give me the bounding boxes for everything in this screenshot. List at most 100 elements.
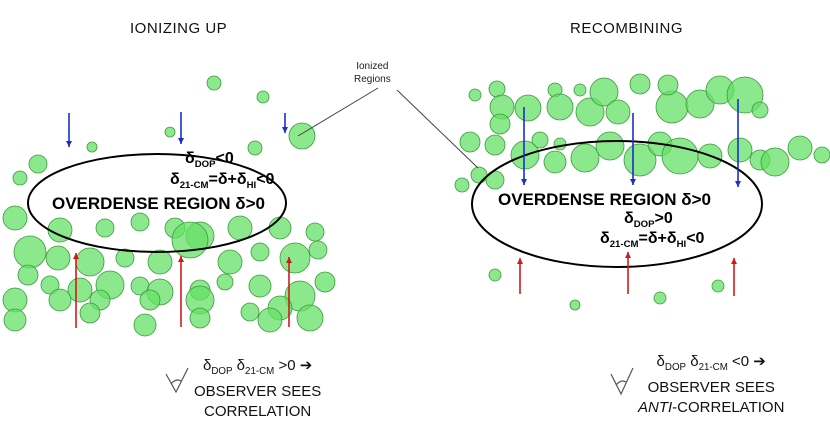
ionized-bubble [727,137,753,163]
ionized-bubble [489,113,511,135]
right-observer-text: δDOP δ21-CM <0 ➔ OBSERVER SEES ANTI-CORR… [638,352,784,418]
up-arrow [286,257,292,327]
ionized-bubble [130,212,150,232]
right-observer-anti: ANTI [638,399,673,416]
right-obs-eq-b: δ [686,353,699,370]
ionized-bubble [13,235,47,269]
left-obs-eq-a: δ [202,357,212,374]
left-obs-eq-a-sub: DOP [211,366,233,377]
ionized-bubble [459,131,481,153]
ionized-bubble [726,76,764,114]
ionized-bubble [589,77,619,107]
ionized-bubble [711,279,725,293]
callout-line-left [297,87,379,137]
ionized-bubble [189,307,211,329]
ionized-bubble [454,177,470,193]
ionized-bubble [227,215,253,241]
ionized-bubble [17,264,39,286]
ionized-bubble [661,137,699,175]
ionized-bubble [787,135,813,161]
flow-arrows [66,99,741,328]
ionized-bubble [655,90,689,124]
title-ionizing-up: IONIZING UP [130,20,228,37]
right-eq-21cm-sub: 21-CM [609,239,639,251]
ionized-bubble [543,150,567,174]
observer-eye-right [610,367,634,396]
ionized-bubble [250,242,270,262]
left-observer-line1: OBSERVER SEES [194,383,322,400]
ionized-bubble [217,249,243,275]
ionized-bubble [595,131,625,161]
left-eq-21cm-sub: 21-CM [179,180,209,192]
overdense-regions [27,140,763,268]
right-observer-line2: ANTI-CORRELATION [638,398,784,418]
ionized-bubble [468,88,482,102]
ionized-bubble [653,291,667,305]
up-arrow [73,253,79,328]
left-eq-21cm-rhs: =δ+δ [208,171,247,188]
ionized-bubble [305,222,325,242]
right-obs-eq-a: δ [656,353,665,370]
right-eq-21cm-rel: <0 [686,230,705,247]
ionized-bubble [2,205,28,231]
ionized-bubble [240,302,260,322]
callout-lines [297,87,479,169]
callout-line-2: Regions [354,74,391,85]
up-arrow [731,258,737,296]
ionized-bubble [553,137,567,151]
callout-line-right [396,89,479,169]
ionized-bubble [279,242,311,274]
ionized-bubble [488,80,506,98]
ionized-bubble [248,274,272,298]
ionized-bubble [531,131,549,149]
ionized-bubble [685,89,715,119]
left-eq-dop-rel: <0 [215,150,234,167]
right-eq-21cm-rhs-sub: HI [676,239,687,251]
left-eq-21cm-symbol: δ [170,171,180,188]
left-obs-eq-b-sub: 21-CM [245,366,275,377]
ionized-bubble [573,83,587,97]
left-obs-eq-rel: >0 ➔ [274,357,313,374]
right-region-label: OVERDENSE REGION δ>0 [498,190,711,209]
right-eq-dop-rel: >0 [654,210,673,227]
up-arrow [625,252,631,294]
ionized-bubble [256,90,270,104]
ionized-bubble [623,143,657,177]
left-eq-dop-symbol: δ [185,150,195,167]
right-eq-dop-sub: DOP [633,219,655,231]
ionized-bubble [247,140,263,156]
right-observer-eq: δDOP δ21-CM <0 ➔ [638,352,784,378]
ionized-bubble [3,308,27,332]
left-eq-dop: δDOP<0 [185,150,234,170]
ionized-bubbles [2,73,830,337]
ionized-bubble [484,134,506,156]
ionized-bubble [308,240,328,260]
down-arrow [178,112,184,144]
ionized-bubble [268,216,292,240]
right-obs-eq-a-sub: DOP [664,362,687,373]
ionized-bubble [171,221,209,259]
right-eq-dop-symbol: δ [624,210,634,227]
right-eq-21cm: δ21-CM=δ+δHI<0 [600,230,704,250]
up-arrow [517,258,523,294]
left-obs-eq-b: δ [232,357,246,374]
ionized-bubble [95,218,115,238]
ionized-bubble [751,101,769,119]
ionized-bubble [296,304,324,332]
title-recombining: RECOMBINING [570,20,684,37]
ionized-bubble [488,268,502,282]
ionized-bubble [2,287,28,313]
right-eq-21cm-rhs: =δ+δ [638,230,677,247]
ionized-bubble [115,248,135,268]
ionized-bubble [79,302,101,324]
ionized-bubble [470,166,488,184]
ionized-bubble [75,247,105,277]
right-eq-21cm-symbol: δ [600,230,610,247]
down-arrow [735,99,741,187]
left-eq-21cm: δ21-CM=δ+δHI<0 [170,171,274,191]
ionized-bubble [605,99,631,125]
ionized-bubble [569,299,581,311]
ionized-bubble [546,93,574,121]
right-obs-eq-rel: <0 ➔ [727,353,766,370]
